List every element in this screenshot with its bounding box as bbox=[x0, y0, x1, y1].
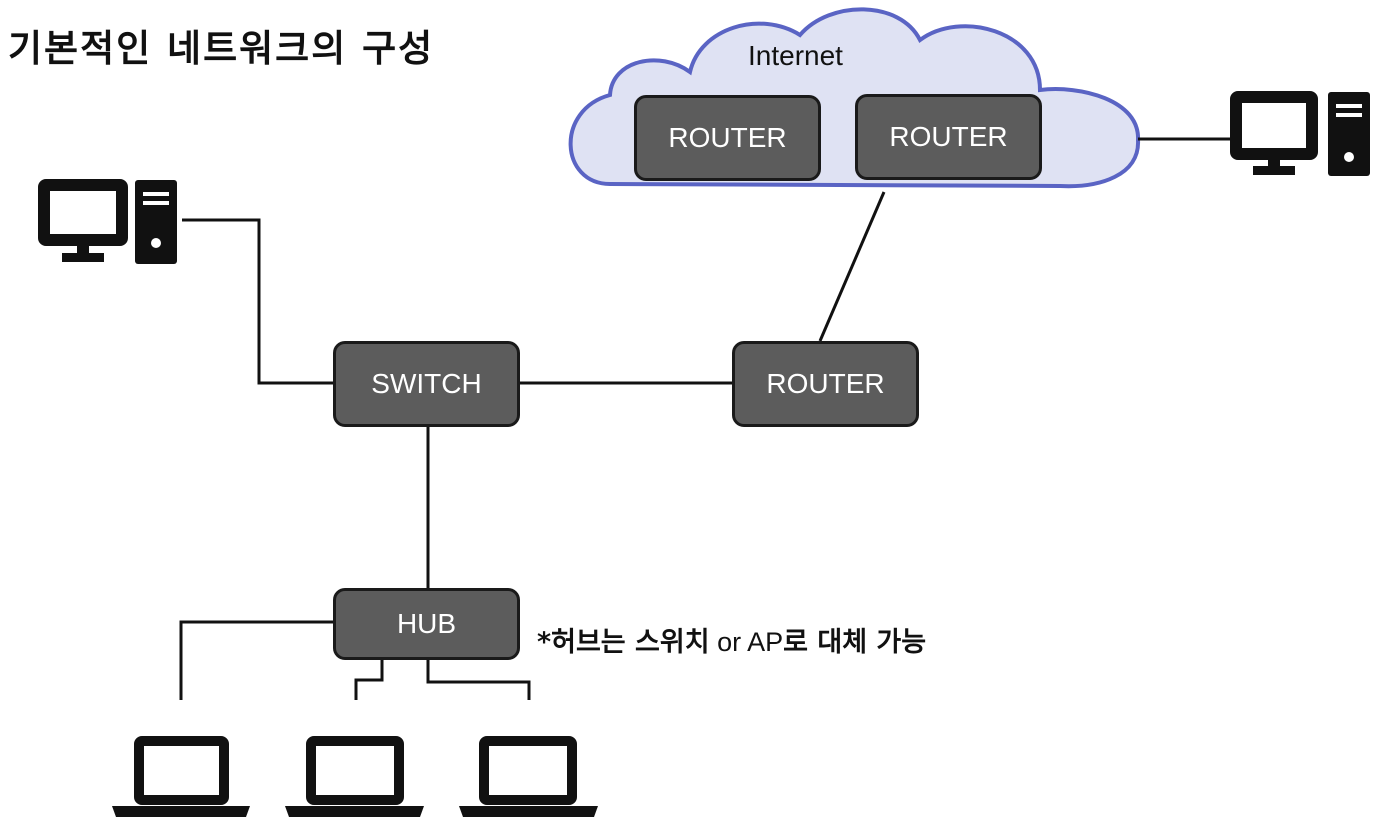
link-hub-laptop-1 bbox=[179, 620, 335, 700]
link-cloud-router bbox=[818, 191, 886, 342]
desktop-computer-icon bbox=[38, 179, 177, 264]
router-node: ROUTER bbox=[732, 341, 919, 427]
note-part-1: *허브는 스위치 bbox=[537, 627, 710, 658]
hub-replacement-note: *허브는 스위치 or AP로 대체 가능 bbox=[537, 620, 926, 659]
note-part-3: 로 대체 가능 bbox=[783, 627, 927, 658]
internet-router-node-2: ROUTER bbox=[855, 94, 1042, 180]
note-part-2: or AP bbox=[709, 627, 784, 657]
page-title: 기본적인 네트워크의 구성 bbox=[8, 27, 435, 70]
link-hub-laptop-3 bbox=[426, 658, 531, 700]
hub-node: HUB bbox=[333, 588, 520, 660]
connection-lines bbox=[179, 137, 1234, 700]
internet-router-node-1: ROUTER bbox=[634, 95, 821, 181]
laptop-icon bbox=[459, 736, 598, 817]
internet-label: Internet bbox=[748, 40, 843, 71]
link-desktop-left-switch bbox=[182, 218, 335, 385]
laptop-icon bbox=[112, 736, 250, 817]
desktop-computer-icon bbox=[1230, 91, 1370, 176]
switch-node: SWITCH bbox=[333, 341, 520, 427]
laptop-icon bbox=[285, 736, 424, 817]
link-hub-laptop-2 bbox=[354, 658, 384, 700]
